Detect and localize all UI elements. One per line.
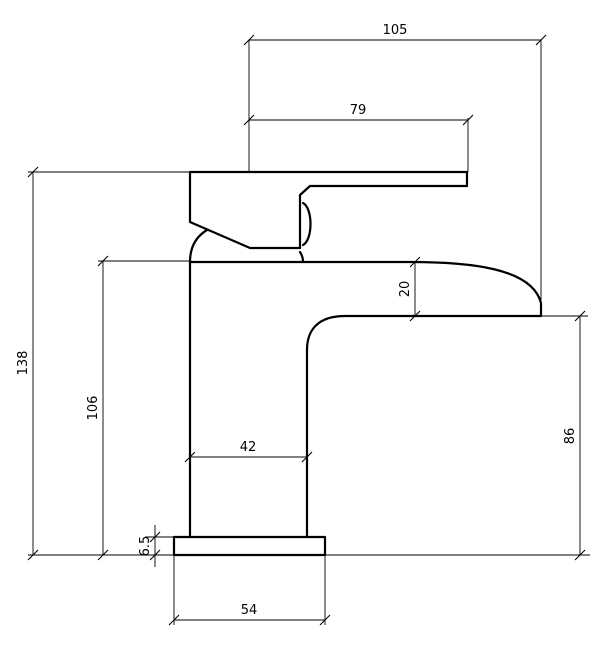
tap-outline xyxy=(172,170,543,557)
lever-handle xyxy=(188,170,469,250)
dim-label-lever-length: 79 xyxy=(350,103,367,118)
dim-label-overall-depth: 105 xyxy=(383,23,408,38)
dim-label-body-width: 42 xyxy=(240,440,257,455)
dimension-lines xyxy=(27,34,586,626)
dim-label-base-thickness: 6.5 xyxy=(138,536,153,557)
dim-label-outlet-to-base: 86 xyxy=(563,428,578,445)
extension-lines xyxy=(28,40,590,625)
handle-button xyxy=(301,201,312,247)
dimension-labels: 105 79 138 106 20 86 42 54 6.5 xyxy=(16,23,578,618)
dim-label-body-height: 106 xyxy=(86,396,101,421)
dim-label-spout-outlet-height: 20 xyxy=(398,281,413,298)
handle-dome xyxy=(188,228,209,264)
handle-dome-right xyxy=(298,250,305,264)
tap-body-spout xyxy=(188,260,543,539)
dim-label-base-width: 54 xyxy=(241,603,258,618)
dim-label-overall-height: 138 xyxy=(16,351,31,376)
base-plate xyxy=(172,535,327,557)
